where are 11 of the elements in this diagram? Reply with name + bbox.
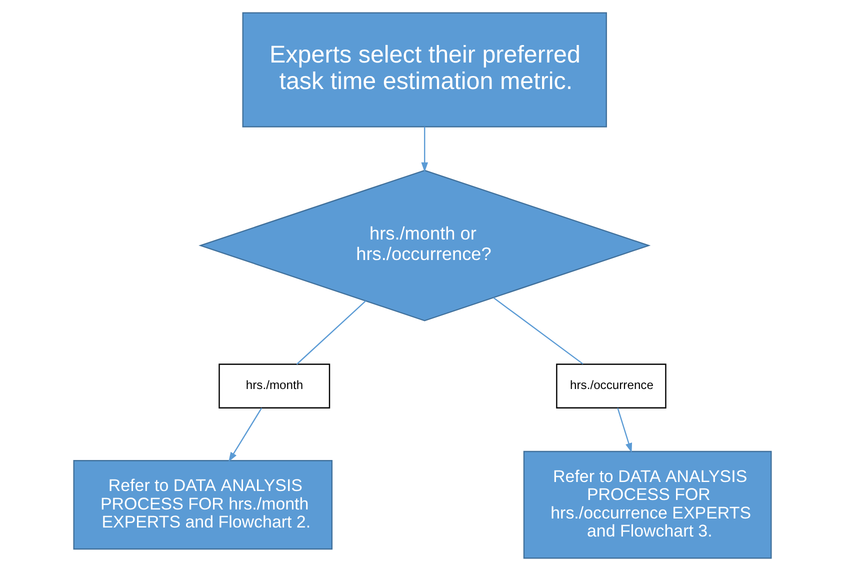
connector	[296, 300, 366, 365]
node-box: hrs./month	[218, 364, 330, 408]
node-box: hrs./occurrence	[556, 364, 666, 408]
connector	[492, 297, 583, 364]
node-box: Experts select their preferred task time estimation metric.	[242, 12, 606, 128]
arrow	[228, 408, 262, 462]
arrow	[616, 408, 632, 453]
node-box: Refer to DATA ANALYSIS PROCESS FOR hrs./occurrence EXPERTS and Flowchart 3.	[522, 450, 772, 559]
node-box: Refer to DATA ANALYSIS PROCESS FOR hrs./month EXPERTS and Flowchart 2.	[72, 460, 332, 550]
arrow	[420, 126, 428, 172]
node-diamond: hrs./month or hrs./occurrence?	[198, 170, 650, 322]
